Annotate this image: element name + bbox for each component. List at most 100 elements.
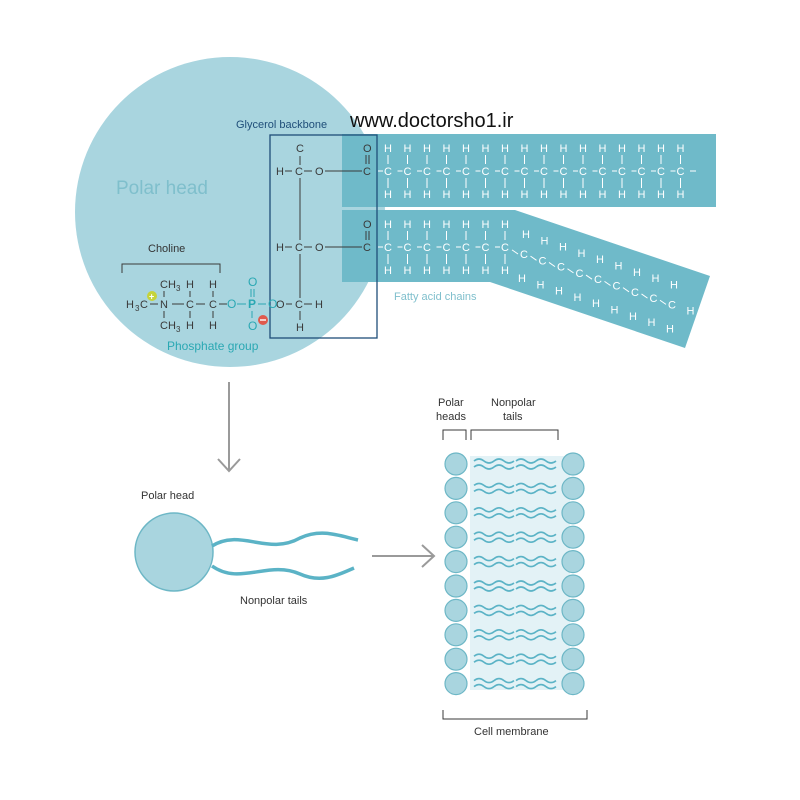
membrane-tail (473, 488, 515, 495)
svg-text:H: H (443, 143, 451, 155)
membrane-tail (515, 683, 557, 690)
svg-text:C: C (462, 242, 470, 254)
polar-heads-label-line2: heads (436, 411, 466, 423)
cell-membrane-bracket (442, 710, 588, 720)
ester-groups: O C O C (363, 143, 372, 254)
svg-text:H: H (521, 189, 529, 201)
svg-text:H: H (482, 219, 490, 231)
svg-text:H: H (384, 143, 392, 155)
svg-text:H: H (578, 248, 586, 260)
svg-text:C: C (404, 242, 412, 254)
svg-text:3: 3 (176, 325, 181, 334)
svg-text:C: C (296, 143, 304, 155)
svg-text:O: O (315, 242, 324, 254)
svg-text:C: C (677, 166, 685, 178)
membrane-row (444, 549, 585, 574)
membrane-tail (515, 513, 557, 519)
membrane-tail (473, 458, 515, 464)
membrane-tail (473, 683, 515, 690)
svg-text:O: O (248, 319, 257, 333)
svg-text:3: 3 (135, 304, 140, 313)
svg-text:H: H (462, 143, 470, 155)
membrane-polar-head (561, 574, 585, 598)
membrane-tail (515, 653, 557, 659)
fatty-acid-atoms: CHHCHHCHHCHHCHHCHHCHHCHHCHHCHHCHHCHHCHHC… (378, 143, 696, 335)
svg-text:H: H (638, 189, 646, 201)
membrane-row (444, 647, 585, 671)
polar-heads-bracket (442, 429, 467, 440)
membrane-polar-head (444, 671, 468, 696)
svg-text:H: H (462, 219, 470, 231)
membrane-row (444, 623, 585, 647)
svg-text:O: O (363, 143, 372, 155)
polar-head-title: Polar head (116, 178, 208, 199)
nonpolar-tails-label-line1: Nonpolar (491, 397, 536, 409)
polar-heads-label-line1: Polar (438, 397, 464, 409)
svg-text:C: C (209, 299, 217, 311)
membrane-polar-head (444, 549, 468, 574)
membrane-polar-head (561, 476, 585, 500)
svg-text:H: H (540, 143, 548, 155)
svg-text:H: H (657, 189, 665, 201)
membrane-tail (473, 507, 515, 513)
svg-text:C: C (539, 255, 547, 267)
membrane-polar-head (444, 476, 468, 500)
glycerol-structure: C H C O H C O O C H H (276, 143, 362, 334)
membrane-polar-head (561, 598, 585, 623)
membrane-polar-head (444, 525, 468, 549)
simple-tail-upper (211, 531, 359, 548)
svg-text:H: H (666, 323, 674, 335)
membrane-tail (515, 482, 557, 489)
membrane-tail (473, 561, 515, 568)
svg-text:H: H (209, 279, 217, 291)
svg-text:H: H (501, 143, 509, 155)
phosphate-group-label: Phosphate group (167, 339, 259, 353)
svg-text:C: C (482, 166, 490, 178)
svg-text:H: H (482, 265, 490, 277)
svg-text:H: H (501, 189, 509, 201)
membrane-tail (473, 482, 515, 489)
svg-text:O: O (227, 297, 236, 311)
svg-text:H: H (579, 143, 587, 155)
svg-text:H: H (404, 143, 412, 155)
svg-text:C: C (613, 281, 621, 293)
membrane-tail (515, 507, 557, 513)
svg-text:H: H (296, 322, 304, 334)
svg-text:C: C (295, 166, 303, 178)
membrane-row (444, 452, 585, 476)
svg-text:H: H (423, 189, 431, 201)
svg-text:H: H (423, 219, 431, 231)
nonpolar-tails-label-line2: tails (503, 411, 523, 423)
svg-text:C: C (363, 242, 371, 254)
svg-text:H: H (559, 242, 567, 254)
simple-polar-head (134, 512, 214, 592)
svg-text:H: H (522, 229, 530, 241)
svg-text:H: H (186, 279, 194, 291)
membrane-tail (473, 464, 515, 470)
cell-membrane-caption: Cell membrane (474, 726, 549, 738)
svg-text:H: H (168, 279, 176, 291)
svg-text:C: C (521, 166, 529, 178)
svg-text:H: H (677, 189, 685, 201)
membrane-bilayer (444, 452, 585, 696)
svg-text:H: H (638, 143, 646, 155)
simple-nonpolar-tails-label: Nonpolar tails (240, 595, 308, 607)
membrane-polar-head (444, 598, 468, 623)
svg-text:C: C (186, 299, 194, 311)
svg-text:H: H (423, 265, 431, 277)
watermark-text: www.doctorsho1.ir (349, 110, 514, 132)
svg-text:H: H (560, 189, 568, 201)
svg-text:C: C (363, 166, 371, 178)
membrane-polar-head (561, 525, 585, 549)
svg-text:H: H (560, 143, 568, 155)
svg-text:H: H (599, 143, 607, 155)
svg-text:C: C (557, 262, 565, 274)
nonpolar-tails-bracket (470, 429, 559, 440)
membrane-row (444, 476, 585, 500)
membrane-row (444, 598, 585, 623)
svg-text:C: C (160, 320, 168, 332)
svg-text:H: H (443, 219, 451, 231)
svg-text:C: C (576, 268, 584, 280)
svg-text:O: O (363, 219, 372, 231)
svg-text:H: H (615, 261, 623, 273)
